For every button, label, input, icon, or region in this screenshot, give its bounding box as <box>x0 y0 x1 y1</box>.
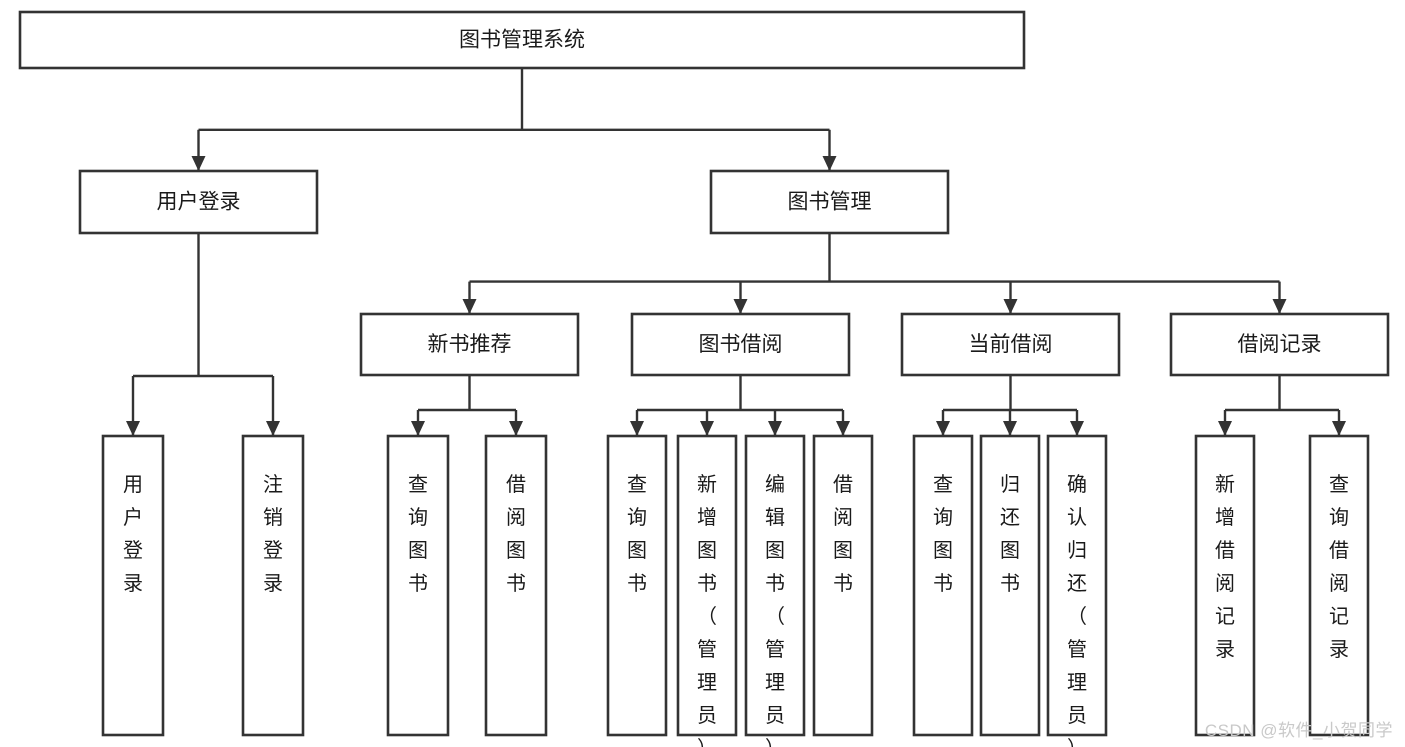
node-label: 查询图书 <box>627 473 647 595</box>
edges-layer <box>126 68 1346 436</box>
arrow-head-icon <box>700 421 714 436</box>
arrow-head-icon <box>733 299 748 314</box>
node-label: 注销登录 <box>263 473 283 595</box>
edge-group-current-borrow <box>936 375 1084 436</box>
node-bb-add-book[interactable]: 新增图书（管理员） <box>676 434 738 747</box>
node-label: 图书管理 <box>788 191 872 214</box>
node-cb-confirm-return[interactable]: 确认归还（管理员） <box>1046 434 1108 747</box>
node-box <box>18 10 1026 70</box>
arrow-head-icon <box>1003 299 1018 314</box>
node-br-add-record[interactable]: 新增借阅记录 <box>1194 434 1256 737</box>
node-box <box>359 312 580 377</box>
node-nbr-query-book[interactable]: 查询图书 <box>386 434 450 737</box>
node-bb-query-book[interactable]: 查询图书 <box>606 434 668 737</box>
node-label: 查询借阅记录 <box>1329 473 1349 661</box>
node-label: 查询图书 <box>408 473 428 595</box>
node-box <box>1194 434 1256 737</box>
node-book-borrow[interactable]: 图书借阅 <box>630 312 851 377</box>
node-box <box>1046 434 1108 737</box>
node-label: 借阅记录 <box>1238 333 1322 356</box>
arrow-head-icon <box>266 421 280 436</box>
arrow-head-icon <box>822 156 837 171</box>
edge-group-book-borrow <box>630 375 850 436</box>
node-box <box>1308 434 1370 737</box>
node-box <box>812 434 874 737</box>
node-box <box>101 434 165 737</box>
node-box <box>979 434 1041 737</box>
node-box <box>606 434 668 737</box>
node-borrow-records[interactable]: 借阅记录 <box>1169 312 1390 377</box>
edge-group-root <box>191 68 837 171</box>
node-book-management[interactable]: 图书管理 <box>709 169 950 235</box>
node-label: 当前借阅 <box>969 333 1053 356</box>
node-nbr-borrow-book[interactable]: 借阅图书 <box>484 434 548 737</box>
node-box <box>709 169 950 235</box>
node-label: 图书管理系统 <box>459 29 585 52</box>
edge-group-borrow-records <box>1218 375 1346 436</box>
node-bb-borrow-book[interactable]: 借阅图书 <box>812 434 874 737</box>
node-user-login-do[interactable]: 用户登录 <box>101 434 165 737</box>
node-bb-edit-book[interactable]: 编辑图书（管理员） <box>744 434 806 747</box>
node-label: 借阅图书 <box>506 473 526 595</box>
arrow-head-icon <box>836 421 850 436</box>
node-box <box>386 434 450 737</box>
arrow-head-icon <box>768 421 782 436</box>
node-box <box>484 434 548 737</box>
node-label: 查询图书 <box>933 473 953 595</box>
node-cb-return-book[interactable]: 归还图书 <box>979 434 1041 737</box>
arrow-head-icon <box>126 421 140 436</box>
node-label: 归还图书 <box>1000 473 1020 595</box>
arrow-head-icon <box>1332 421 1346 436</box>
node-new-book-recommend[interactable]: 新书推荐 <box>359 312 580 377</box>
node-box <box>1169 312 1390 377</box>
node-br-query-record[interactable]: 查询借阅记录 <box>1308 434 1370 737</box>
node-box <box>676 434 738 737</box>
node-label: 新增图书（管理员） <box>697 473 717 747</box>
arrow-head-icon <box>191 156 206 171</box>
nodes-layer: 图书管理系统用户登录用户登录注销登录图书管理新书推荐查询图书借阅图书图书借阅查询… <box>18 10 1390 747</box>
node-label: 新增借阅记录 <box>1215 473 1235 661</box>
arrow-head-icon <box>1272 299 1287 314</box>
node-root[interactable]: 图书管理系统 <box>18 10 1026 70</box>
node-box <box>241 434 305 737</box>
node-box <box>900 312 1121 377</box>
node-cb-query-book[interactable]: 查询图书 <box>912 434 974 737</box>
node-box <box>78 169 319 235</box>
node-box <box>744 434 806 737</box>
arrow-head-icon <box>936 421 950 436</box>
arrow-head-icon <box>1218 421 1232 436</box>
edge-group-book-management <box>462 233 1287 314</box>
edge-group-user-login <box>126 233 280 436</box>
arrow-head-icon <box>1070 421 1084 436</box>
node-box <box>630 312 851 377</box>
node-label: 用户登录 <box>123 474 143 595</box>
node-user-login[interactable]: 用户登录 <box>78 169 319 235</box>
node-box <box>912 434 974 737</box>
arrow-head-icon <box>462 299 477 314</box>
node-user-logout[interactable]: 注销登录 <box>241 434 305 737</box>
arrow-head-icon <box>630 421 644 436</box>
arrow-head-icon <box>509 421 523 436</box>
node-label: 确认归还（管理员） <box>1067 473 1087 747</box>
node-label: 借阅图书 <box>833 473 853 595</box>
arrow-head-icon <box>411 421 425 436</box>
node-label: 新书推荐 <box>428 333 512 356</box>
node-current-borrow[interactable]: 当前借阅 <box>900 312 1121 377</box>
node-label: 图书借阅 <box>699 333 783 356</box>
arrow-head-icon <box>1003 421 1017 436</box>
edge-group-new-book-recommend <box>411 375 523 436</box>
node-label: 编辑图书（管理员） <box>765 473 785 747</box>
node-label: 用户登录 <box>157 191 241 214</box>
